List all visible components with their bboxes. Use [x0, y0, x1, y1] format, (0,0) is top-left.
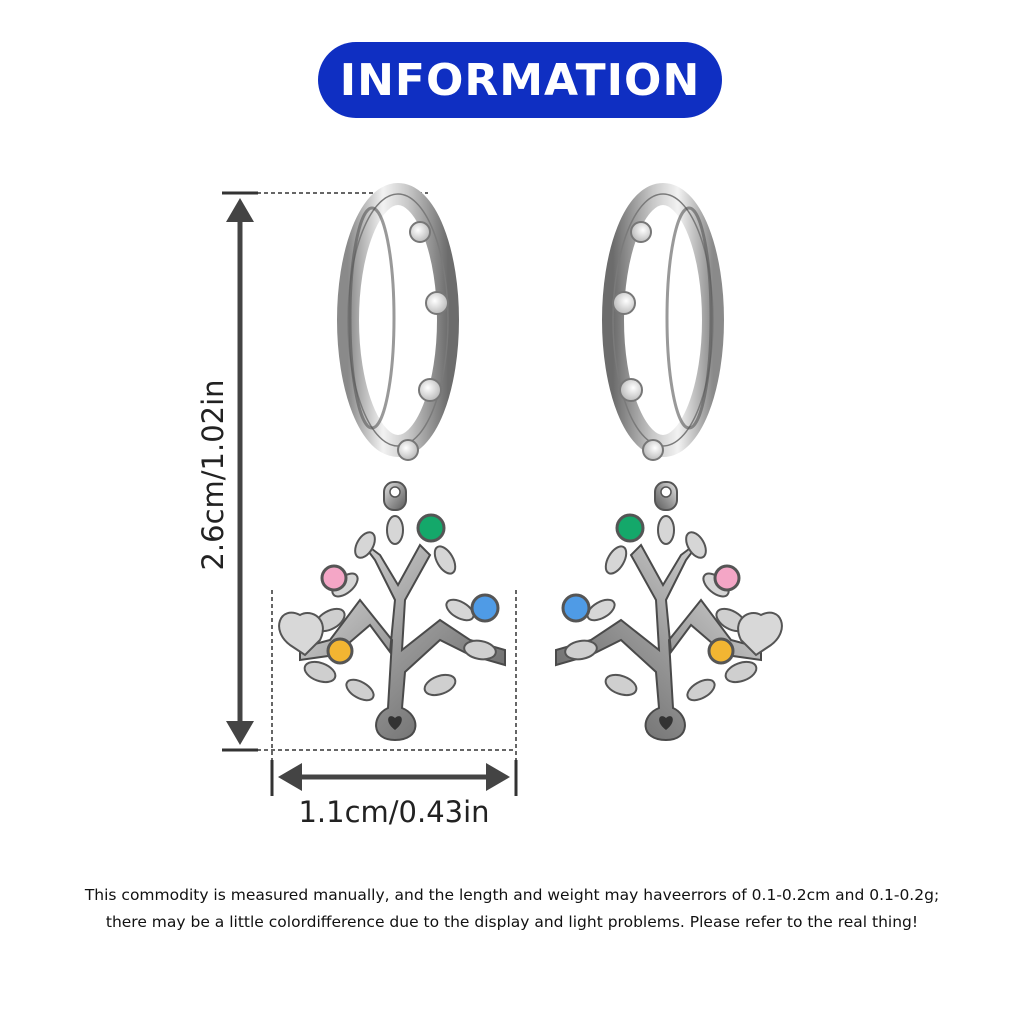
arrow-up-icon: [226, 198, 254, 222]
blue-stone: [470, 593, 500, 623]
width-dimension-guide: [270, 590, 518, 796]
right-earring: [555, 183, 783, 742]
disclaimer-line-1: This commodity is measured manually, and…: [84, 886, 940, 904]
height-dimension-guide: [222, 191, 516, 752]
green-stone: [416, 513, 446, 543]
arrow-down-icon: [226, 721, 254, 745]
left-hoop: [337, 183, 459, 461]
width-label: 1.1cm/0.43in: [298, 795, 490, 829]
banner-title: INFORMATION: [339, 54, 701, 106]
left-bail: [383, 481, 407, 511]
right-tree-pendant: [555, 513, 783, 742]
right-hoop: [602, 183, 724, 461]
pink-stone: [320, 564, 348, 592]
right-bail: [654, 481, 678, 511]
left-tree-pendant: [278, 513, 506, 742]
arrow-right-icon: [486, 763, 510, 791]
yellow-stone: [326, 637, 354, 665]
left-earring: [278, 183, 506, 742]
arrow-left-icon: [278, 763, 302, 791]
information-banner: INFORMATION: [318, 42, 722, 118]
disclaimer-line-2: there may be a little colordifference du…: [105, 913, 919, 931]
height-label: 2.6cm/1.02in: [196, 379, 230, 571]
